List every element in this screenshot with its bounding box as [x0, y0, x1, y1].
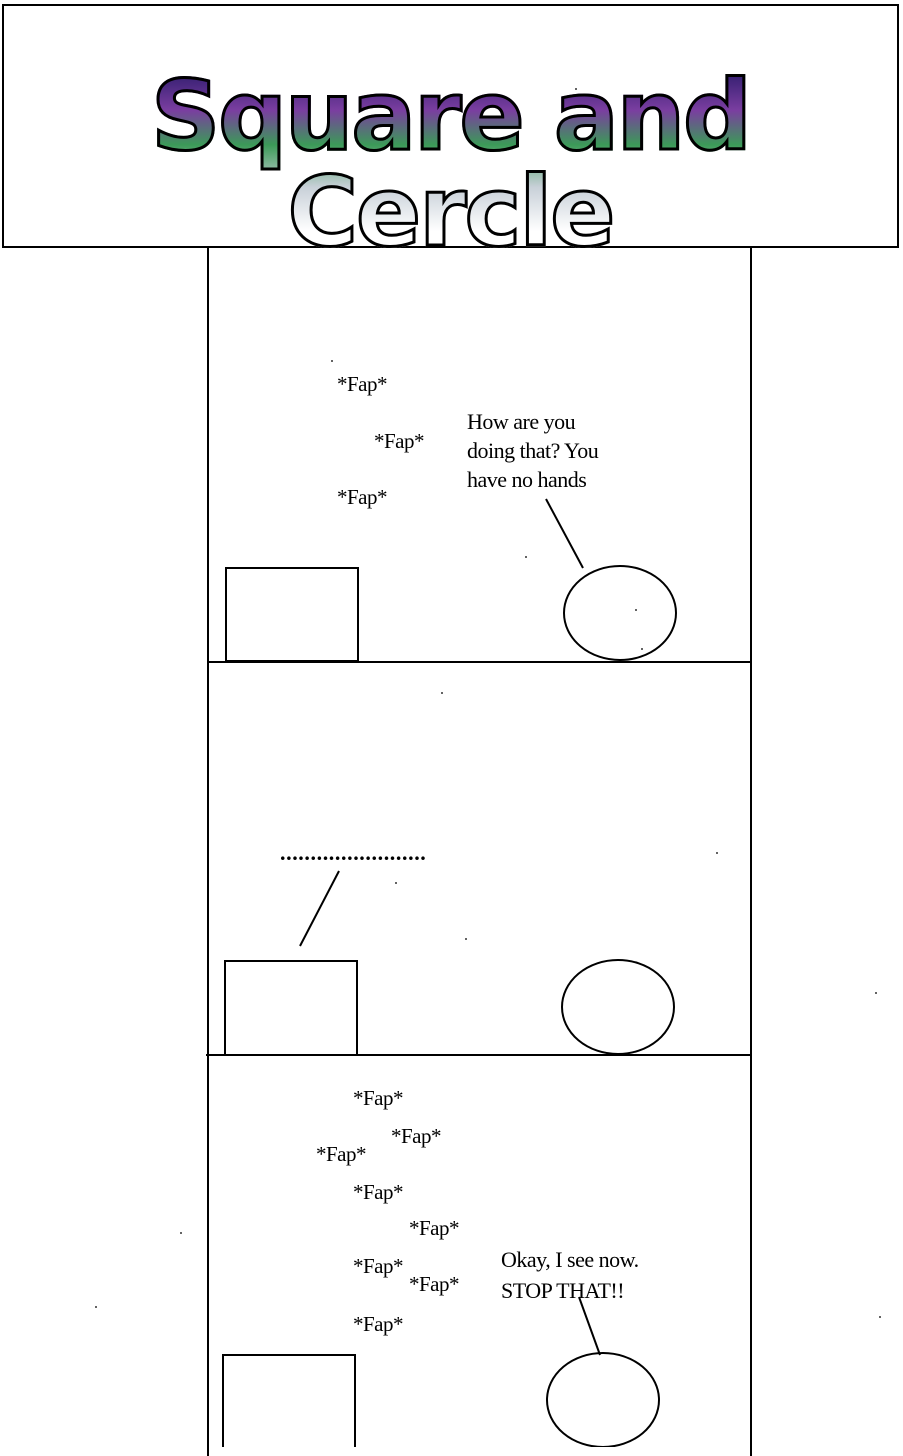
panel-divider-2 [206, 1054, 751, 1056]
scan-speck [525, 556, 527, 558]
speech-dots: ........................ [280, 840, 427, 865]
scan-speck [395, 882, 397, 884]
sound-effect: *Fap* [353, 1086, 404, 1110]
speech-line: How are you [467, 409, 576, 434]
speech-line: STOP THAT!! [501, 1278, 625, 1303]
title-banner: Square and Cercle [2, 4, 899, 262]
sound-effect: *Fap* [391, 1124, 442, 1148]
panel-divider-1 [207, 661, 752, 663]
sound-effect: *Fap* [353, 1254, 404, 1278]
scan-speck [465, 938, 467, 940]
scan-speck [875, 992, 877, 994]
scan-speck [879, 1316, 881, 1318]
sound-effect: *Fap* [409, 1216, 460, 1240]
comic-title: Square and Cercle [4, 67, 897, 262]
sound-effect: *Fap* [337, 372, 388, 396]
sound-effect: *Fap* [353, 1312, 404, 1336]
speech-line: doing that? You [467, 438, 599, 463]
scan-speck [716, 852, 718, 854]
sound-effect: *Fap* [353, 1180, 404, 1204]
speech-line: have no hands [467, 467, 587, 492]
scan-speck [641, 648, 643, 650]
scan-speck [441, 692, 443, 694]
scan-speck [575, 88, 577, 90]
scan-speck [95, 1306, 97, 1308]
sound-effect: *Fap* [409, 1272, 460, 1296]
scan-speck [331, 360, 333, 362]
sound-effect: *Fap* [374, 429, 425, 453]
scan-speck [180, 1232, 182, 1234]
sound-effect: *Fap* [316, 1142, 367, 1166]
scan-speck [635, 609, 637, 611]
speech-line: Okay, I see now. [501, 1247, 639, 1272]
sound-effect: *Fap* [337, 485, 388, 509]
comic-strip [207, 246, 752, 1456]
